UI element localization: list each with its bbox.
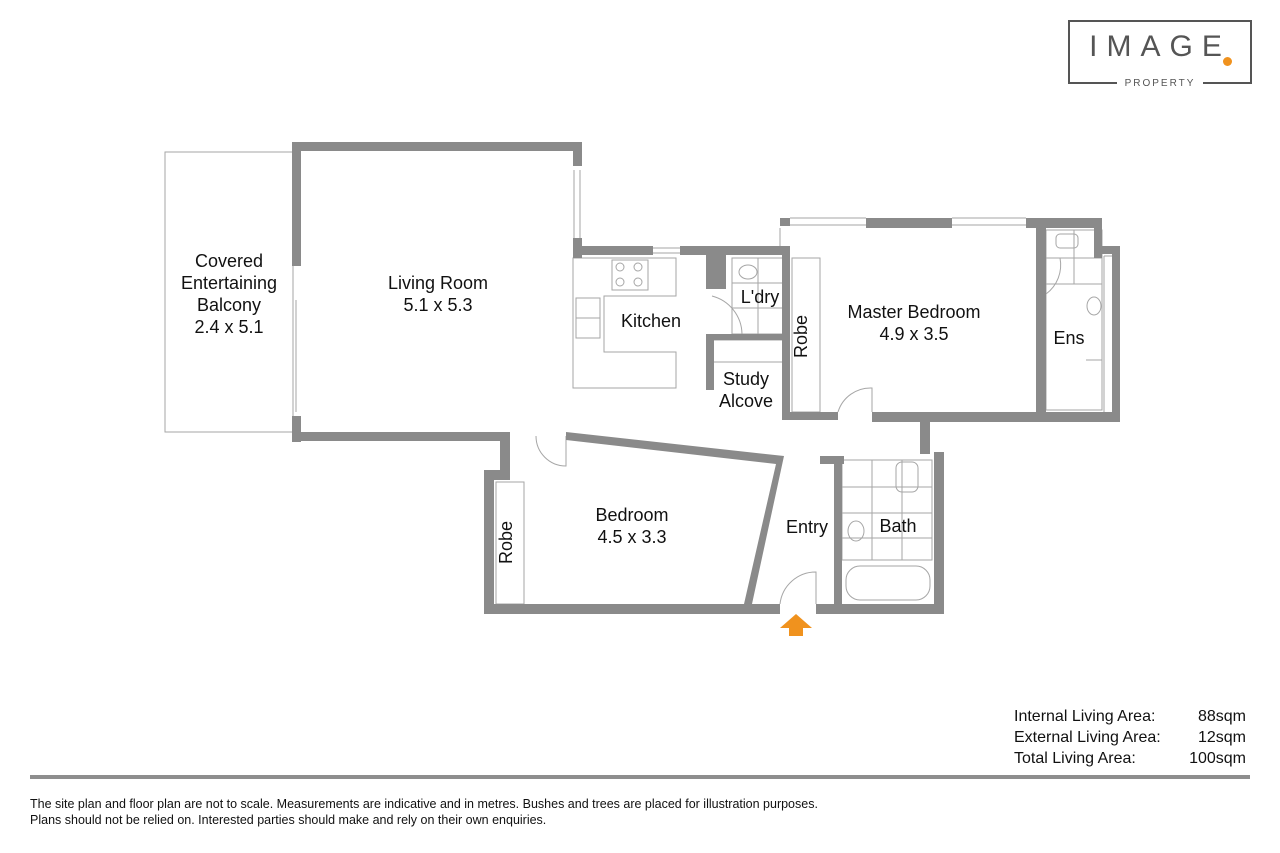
bedroom-name: Bedroom — [595, 505, 669, 525]
wall — [780, 218, 790, 226]
wall — [1102, 246, 1116, 254]
area-row-internal: Internal Living Area: 88sqm — [1014, 706, 1246, 727]
master-robe-label: Robe — [791, 314, 812, 359]
wall — [484, 470, 494, 614]
area-value: 12sqm — [1197, 729, 1246, 746]
logo-tagline-wrap: PROPERTY — [1070, 75, 1250, 93]
wall — [920, 412, 930, 454]
area-label: External Living Area: — [1014, 729, 1161, 746]
area-summary: Internal Living Area: 88sqm External Liv… — [1014, 706, 1246, 769]
entry-label: Entry — [785, 517, 829, 537]
ensuite-door — [1045, 257, 1062, 295]
wall — [714, 334, 786, 340]
wall — [292, 416, 301, 442]
wall — [782, 412, 838, 420]
wall — [706, 334, 714, 390]
ensuite-label: Ens — [1053, 328, 1085, 348]
disclaimer: The site plan and floor plan are not to … — [30, 796, 818, 828]
disclaimer-line2: Plans should not be relied on. Intereste… — [30, 813, 547, 827]
living-label: Living Room 5.1 x 5.3 — [388, 272, 488, 316]
area-label: Internal Living Area: — [1014, 708, 1156, 725]
entry-arrow-icon — [780, 614, 812, 636]
wall — [292, 142, 582, 151]
kitchen-bench — [572, 257, 677, 389]
master-door — [837, 387, 873, 413]
laundry-tub — [738, 264, 758, 280]
laundry-label: L'dry — [740, 287, 780, 307]
wall — [1036, 228, 1046, 414]
area-label: Total Living Area: — [1014, 750, 1136, 767]
bath-label: Bath — [879, 516, 917, 536]
area-row-total: Total Living Area: 100sqm — [1014, 748, 1246, 769]
wall — [866, 218, 952, 228]
entry-door — [779, 571, 817, 605]
walls — [292, 142, 1120, 614]
laundry-door — [711, 295, 743, 335]
study-line1: Study — [722, 369, 770, 389]
wall — [816, 604, 944, 614]
bedroom-dims: 4.5 x 3.3 — [597, 527, 667, 547]
living-dims: 5.1 x 5.3 — [403, 295, 473, 315]
balcony-dims: 2.4 x 5.1 — [194, 317, 264, 337]
balcony-label: Covered Entertaining Balcony 2.4 x 5.1 — [181, 250, 277, 338]
disclaimer-line1: The site plan and floor plan are not to … — [30, 797, 818, 811]
balcony-line3: Balcony — [196, 295, 262, 315]
master-name: Master Bedroom — [847, 302, 981, 322]
wall — [484, 470, 508, 480]
wall — [1026, 218, 1102, 228]
study-desk — [711, 339, 785, 363]
brand-logo: IMAGE PROPERTY — [1068, 20, 1252, 89]
wall — [680, 246, 788, 255]
wall — [292, 142, 301, 266]
logo-accent-dot — [1223, 57, 1232, 66]
living-name: Living Room — [387, 273, 489, 293]
divider — [30, 775, 1250, 779]
wall — [834, 456, 842, 614]
wall — [1094, 218, 1102, 258]
area-value: 100sqm — [1189, 750, 1246, 767]
study-label: Study Alcove — [719, 368, 773, 412]
wall — [484, 604, 780, 614]
bathtub — [845, 565, 931, 601]
wall — [782, 246, 790, 416]
logo-name: IMAGE — [1089, 30, 1231, 63]
master-dims: 4.9 x 3.5 — [879, 324, 949, 344]
bedroom-label: Bedroom 4.5 x 3.3 — [595, 504, 668, 548]
bath-toilet — [895, 461, 919, 493]
area-row-external: External Living Area: 12sqm — [1014, 727, 1246, 748]
bath-basin — [847, 520, 865, 542]
wall — [1112, 246, 1120, 422]
master-label: Master Bedroom 4.9 x 3.5 — [847, 301, 980, 345]
wall — [292, 432, 508, 441]
wall — [820, 456, 844, 464]
balcony-outline — [164, 151, 294, 433]
balcony-line1: Covered — [194, 251, 264, 271]
ensuite-basin — [1086, 296, 1102, 316]
wall — [706, 255, 726, 289]
wall — [573, 246, 653, 255]
wall — [872, 412, 1120, 422]
wall — [500, 432, 510, 480]
wall — [573, 142, 582, 166]
study-line2: Alcove — [718, 391, 774, 411]
bedroom-robe-label: Robe — [496, 520, 517, 565]
area-value: 88sqm — [1197, 708, 1246, 725]
ensuite-toilet — [1055, 233, 1079, 249]
cooktop — [611, 259, 649, 291]
wall — [934, 452, 944, 614]
bedroom-door — [535, 435, 567, 467]
kitchen-label: Kitchen — [620, 311, 682, 331]
balcony-line2: Entertaining — [180, 273, 278, 293]
logo-tagline: PROPERTY — [1116, 78, 1204, 89]
